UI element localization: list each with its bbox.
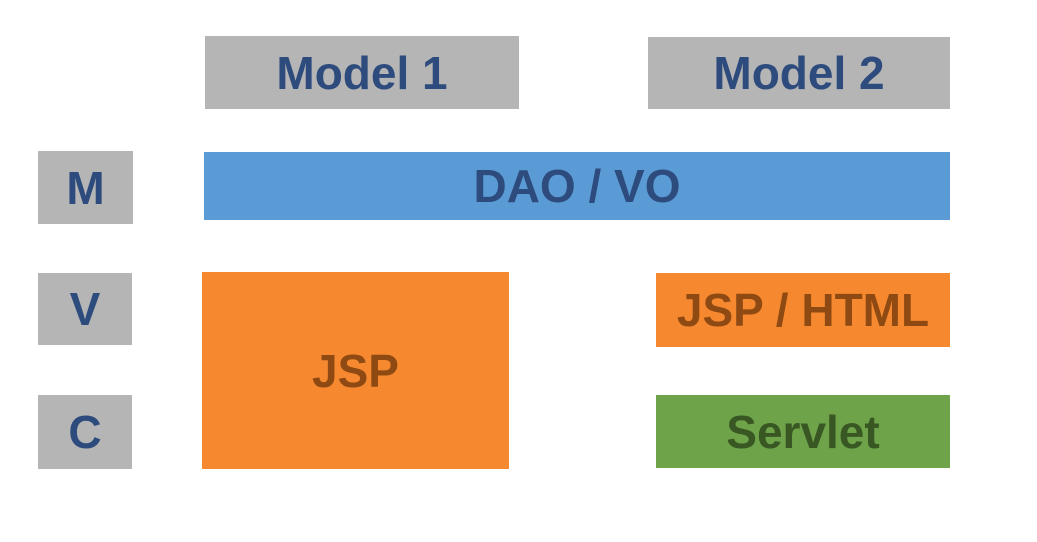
mvc-label-controller: C xyxy=(38,395,132,469)
model1-jsp-box: JSP xyxy=(202,272,509,469)
model2-header-box: Model 2 xyxy=(648,37,950,109)
dao-vo-layer-bar: DAO / VO xyxy=(204,152,950,220)
model2-servlet-box: Servlet xyxy=(656,395,950,468)
model2-jsp-html-box: JSP / HTML xyxy=(656,273,950,347)
mvc-label-model: M xyxy=(38,151,133,224)
mvc-label-view: V xyxy=(38,273,132,345)
model1-header-box: Model 1 xyxy=(205,36,519,109)
